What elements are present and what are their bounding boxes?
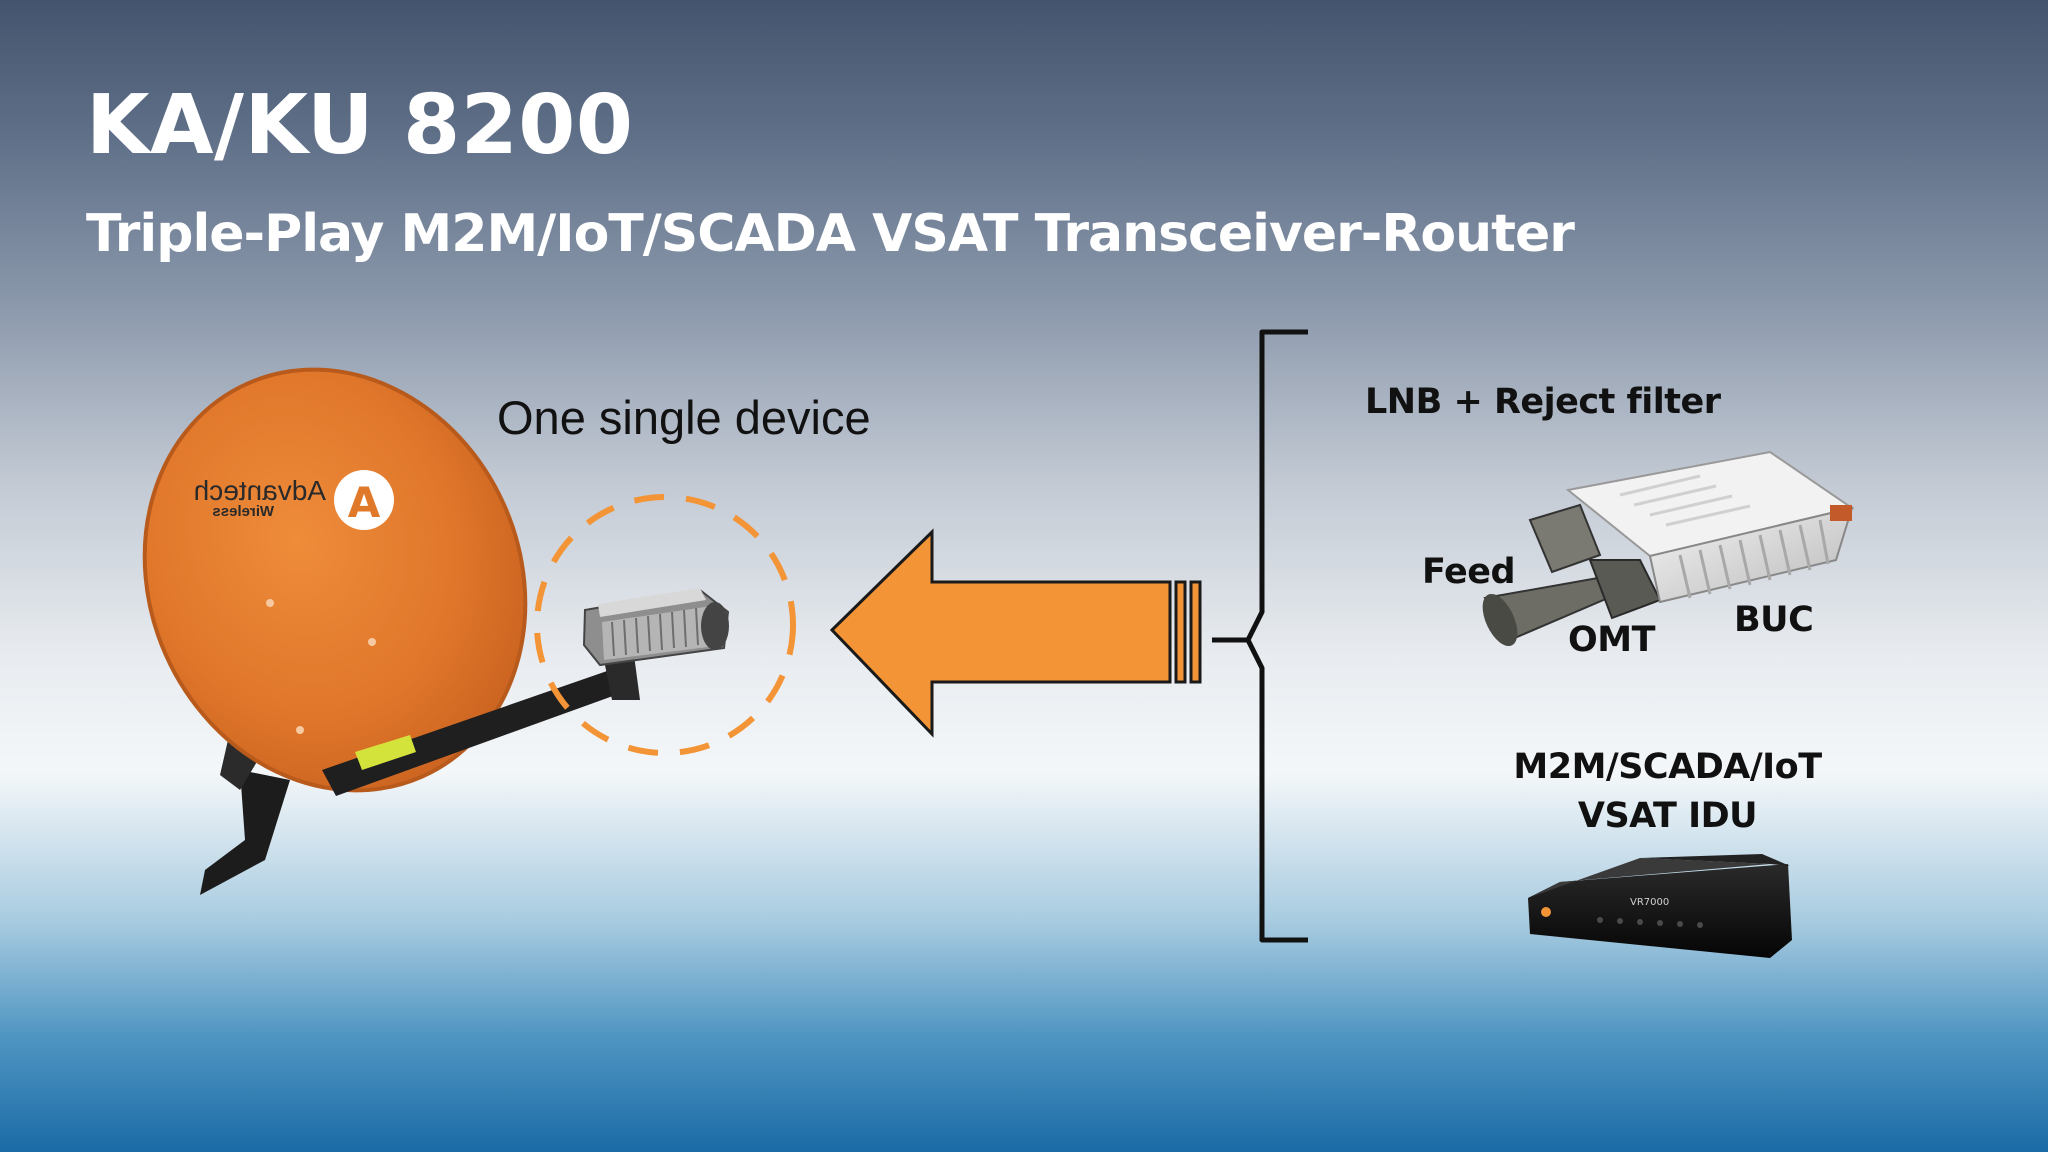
idu-label-line1: M2M/SCADA/IoT [1513,747,1822,787]
slide-subtitle: Triple-Play M2M/IoT/SCADA VSAT Transceiv… [86,204,1575,264]
idu-label-line2: VSAT IDU [1577,796,1758,836]
dish-brand-text: Advantech [194,475,326,506]
vsat-idu-image: VR7000 [1528,854,1792,958]
dish-brand-subtext: Wireless [212,503,274,520]
brand-logo-icon [334,470,394,530]
arrow-body [829,528,1172,738]
idu-model-text: VR7000 [1630,897,1669,908]
lnb-filter-label: LNB + Reject filter [1365,382,1721,422]
dish-reflector [142,367,528,793]
direction-arrow [829,528,1202,738]
slide-title: KA/KU 8200 [86,78,634,173]
omt-label: OMT [1568,620,1655,660]
single-device-caption: One single device [497,391,871,444]
transceiver-head [582,588,730,667]
feed-label: Feed [1422,552,1516,592]
arrow-tail-stripe [1189,580,1202,684]
buc-label: BUC [1734,600,1814,640]
grouping-brace [1212,329,1308,943]
arrow-tail-stripe [1174,580,1187,684]
highlight-dashed-circle [534,494,796,756]
svg-text:A: A [348,478,381,527]
dish-logo: A Advantech Wireless [194,470,394,530]
dish-boom-arm [322,670,624,796]
omt-part [1588,559,1662,620]
odu-assembly-image [1482,450,1855,647]
satellite-dish [142,367,730,895]
idu-label: M2M/SCADA/IoT VSAT IDU [1510,743,1825,841]
dish-mount [200,770,290,895]
